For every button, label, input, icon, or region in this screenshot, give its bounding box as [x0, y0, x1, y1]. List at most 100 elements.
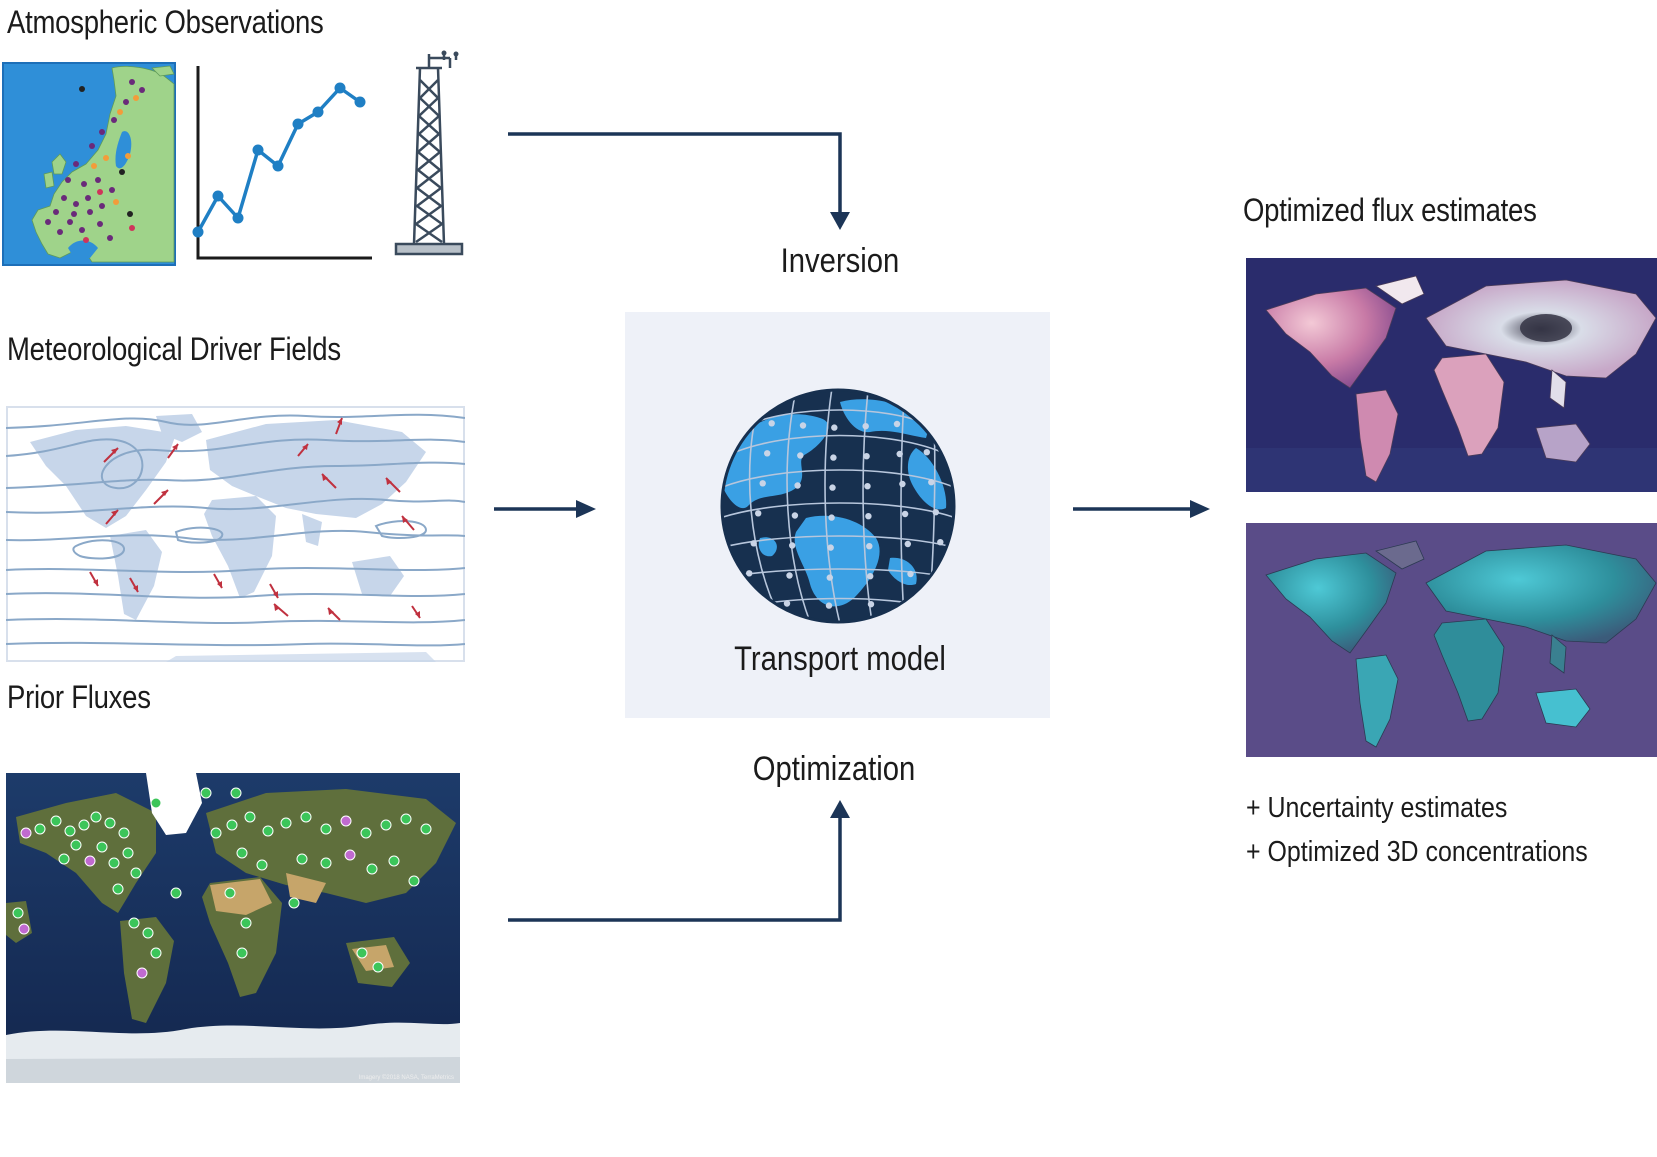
flux-site-marker — [372, 961, 384, 973]
optimization-label: Optimization — [752, 750, 916, 788]
globe-grid-node — [826, 574, 833, 581]
globe-grid-node — [863, 453, 870, 460]
globe-grid-node — [864, 483, 871, 490]
atmospheric-observations-title: Atmospheric Observations — [7, 4, 324, 40]
optimized-3d-concentrations-text: + Optimized 3D concentrations — [1246, 836, 1588, 868]
globe-grid-node — [923, 449, 930, 456]
meteorological-field-map — [6, 406, 465, 662]
flux-site-marker — [34, 823, 46, 835]
globe-grid-node — [831, 424, 838, 431]
flux-site-marker — [344, 849, 356, 861]
uncertainty-estimates-text: + Uncertainty estimates — [1246, 792, 1508, 824]
flux-site-marker — [12, 907, 24, 919]
globe-grid-node — [932, 509, 939, 516]
globe-grid-node — [904, 540, 911, 548]
flux-site-marker — [230, 787, 242, 799]
globe-grid-node — [797, 452, 804, 459]
prior-fluxes-map: Imagery ©2018 NASA, TerraMetrics — [6, 773, 460, 1083]
arrow-observations-to-inversion — [508, 132, 842, 214]
arrow-prior-to-optimization — [508, 816, 842, 922]
flux-site-marker — [136, 967, 148, 979]
globe-grid-node — [907, 570, 914, 578]
flux-site-marker — [320, 857, 332, 869]
globe-grid-node — [741, 598, 749, 605]
flux-site-marker — [296, 853, 308, 865]
flux-site-marker — [122, 847, 134, 859]
flux-site-marker — [84, 855, 96, 867]
flux-site-marker — [380, 819, 392, 831]
transport-model-panel: Transport model — [625, 312, 1050, 718]
flux-site-marker — [244, 811, 256, 823]
flux-site-marker — [408, 875, 420, 887]
flux-site-marker — [130, 867, 142, 879]
globe-grid-icon — [720, 388, 956, 624]
flux-site-marker — [226, 819, 238, 831]
flux-site-marker — [20, 827, 32, 839]
flux-site-marker — [236, 847, 248, 859]
globe-grid-node — [865, 513, 872, 520]
flux-site-marker — [128, 917, 140, 929]
globe-grid-node — [786, 572, 793, 579]
flux-site-marker — [300, 811, 312, 823]
globe-grid-node — [791, 512, 799, 519]
globe-grid-node — [825, 602, 833, 609]
globe-grid-node — [783, 600, 791, 607]
flux-site-marker — [18, 923, 30, 935]
flux-site-marker — [400, 813, 412, 825]
flux-site-marker — [280, 817, 292, 829]
flux-site-markers — [12, 787, 432, 979]
time-series-chart-icon — [192, 66, 372, 260]
flux-site-marker — [366, 863, 378, 875]
globe-grid-node — [866, 543, 873, 550]
globe-grid-node — [862, 423, 869, 430]
flux-site-marker — [356, 947, 368, 959]
globe-grid-node — [799, 422, 807, 429]
flux-site-marker — [142, 927, 154, 939]
flux-site-marker — [64, 825, 76, 837]
flux-site-marker — [78, 819, 90, 831]
flux-site-marker — [112, 883, 124, 895]
flux-site-marker — [256, 859, 268, 871]
flux-site-marker — [210, 827, 222, 839]
flux-site-marker — [50, 815, 62, 827]
prior-fluxes-title: Prior Fluxes — [7, 679, 151, 715]
globe-grid-node — [764, 450, 771, 457]
flux-site-marker — [240, 917, 252, 929]
flux-site-marker — [70, 839, 82, 851]
optimized-flux-map-uncertainty — [1246, 523, 1657, 757]
globe-grid-node — [928, 479, 935, 486]
flux-site-marker — [118, 827, 130, 839]
globe-grid-node — [909, 598, 917, 606]
flux-site-marker — [224, 887, 236, 899]
flux-site-marker — [90, 811, 102, 823]
transport-model-label: Transport model — [734, 640, 946, 678]
flux-site-marker — [360, 827, 372, 839]
flux-site-marker — [96, 841, 108, 853]
globe-grid-node — [746, 570, 753, 577]
globe-grid-node — [893, 420, 901, 428]
globe-grid-node — [768, 420, 775, 427]
meteorological-driver-fields-title: Meteorological Driver Fields — [7, 331, 341, 367]
flux-site-marker — [288, 897, 300, 909]
globe-grid-node — [937, 539, 944, 546]
flux-site-marker — [150, 797, 162, 809]
globe-grid-node — [896, 450, 903, 458]
globe-grid-node — [941, 569, 948, 576]
flux-site-marker — [170, 887, 182, 899]
map-attribution: Imagery ©2018 NASA, TerraMetrics — [359, 1074, 454, 1081]
globe-grid-node — [867, 573, 874, 580]
globe-grid-node — [794, 482, 801, 489]
globe-grid-node — [827, 544, 834, 551]
flux-site-marker — [236, 947, 248, 959]
globe-grid-node — [828, 514, 835, 521]
globe-grid-node — [830, 454, 837, 461]
globe-grid-node — [829, 484, 836, 491]
europe-station-map-icon — [2, 62, 176, 266]
globe-grid-node — [899, 480, 906, 488]
flux-site-marker — [104, 817, 116, 829]
flux-site-marker — [200, 787, 212, 799]
flux-site-marker — [150, 947, 162, 959]
globe-grid-node — [901, 510, 909, 518]
flux-site-marker — [388, 855, 400, 867]
optimized-flux-estimates-title: Optimized flux estimates — [1243, 192, 1537, 228]
